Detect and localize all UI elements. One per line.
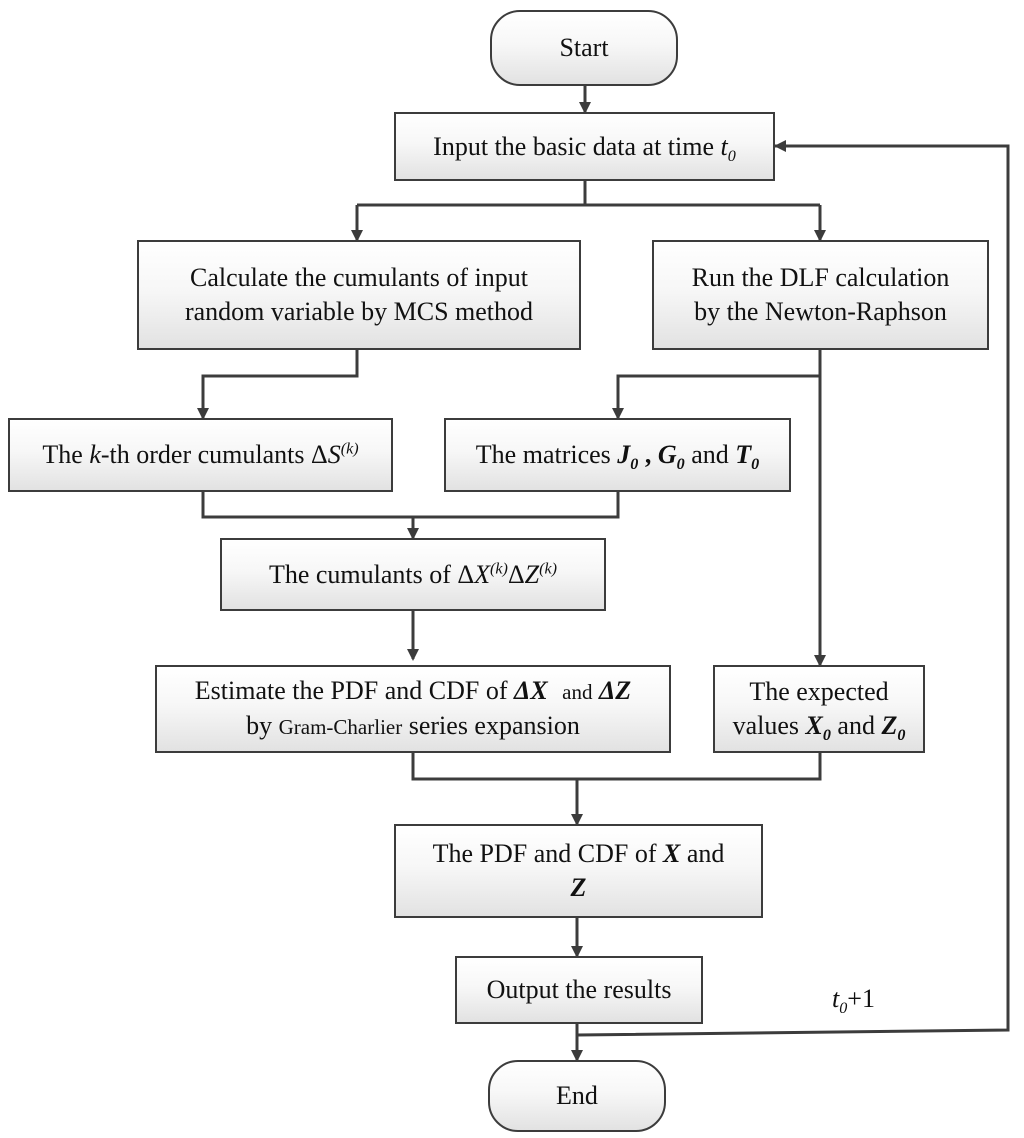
cumulants-xz-box: The cumulants of ΔX(k)ΔZ(k) — [220, 538, 606, 611]
matrix-j-sub: 0 — [630, 456, 639, 474]
matrix-t: T — [735, 440, 752, 469]
matrices-label: The matrices J0 , G0 and T0 — [475, 438, 760, 474]
expected-values-label: The expected values X0 and Z0 — [732, 675, 906, 745]
input-data-var: t — [720, 131, 728, 161]
dlf-calculation-line2: by the Newton-Raphson — [694, 297, 947, 326]
expected-line2: values X0 and Z0 — [732, 709, 906, 745]
dlf-calculation-box: Run the DLF calculation by the Newton-Ra… — [652, 240, 989, 350]
input-data-label: Input the basic data at time t0 — [433, 130, 736, 165]
pdf-cdf-x: X — [663, 839, 681, 868]
matrix-j: J — [617, 440, 631, 469]
pdf-cdf-pre: The PDF and CDF of — [432, 839, 657, 868]
cumulants-xz-z-sup: (k) — [539, 559, 558, 577]
expected-x-sub: 0 — [822, 727, 831, 745]
estimate-line2: by Gram-Charlier series expansion — [246, 709, 580, 744]
kth-order-cumulants-box: The k-th order cumulants ΔS(k) — [8, 418, 393, 492]
loop-post: +1 — [847, 984, 875, 1013]
estimate-pdf-cdf-box: Estimate the PDF and CDF of ΔX and ΔZ by… — [155, 665, 671, 753]
estimate-and: and — [562, 680, 593, 704]
cumulants-xz-label: The cumulants of ΔX(k)ΔZ(k) — [269, 558, 557, 592]
calculate-cumulants-line1: Calculate the cumulants of input — [190, 263, 528, 292]
dlf-calculation-line1: Run the DLF calculation — [691, 263, 950, 292]
output-results-box: Output the results — [455, 956, 703, 1024]
pdf-cdf-xz-box: The PDF and CDF of X and Z — [394, 824, 763, 918]
output-results-label: Output the results — [486, 975, 672, 1004]
loop-var: t — [832, 984, 840, 1013]
cumulants-xz-delta-z: Δ — [507, 559, 525, 589]
pdf-cdf-and: and — [686, 839, 725, 868]
calculate-cumulants-box: Calculate the cumulants of input random … — [137, 240, 581, 350]
estimate-pdf-cdf-label: Estimate the PDF and CDF of ΔX and ΔZ by… — [195, 674, 631, 744]
expected-pre: values — [732, 711, 799, 740]
start-label: Start — [559, 33, 609, 62]
pdf-cdf-line1: The PDF and CDF of X and — [433, 837, 725, 871]
loop-increment-label: t0+1 — [832, 984, 875, 1018]
expected-z: Z — [881, 711, 898, 740]
pdf-cdf-z: Z — [570, 873, 587, 902]
estimate-method: Gram-Charlier — [278, 715, 403, 739]
expected-z-sub: 0 — [897, 727, 906, 745]
arrow-to-kth — [197, 350, 359, 420]
matrices-box: The matrices J0 , G0 and T0 — [444, 418, 791, 492]
arrow-merge-to-pdf — [411, 753, 822, 781]
expected-x: X — [805, 711, 823, 740]
expected-and: and — [837, 711, 875, 740]
estimate-dz: ΔZ — [599, 676, 632, 705]
end-node: End — [488, 1060, 666, 1132]
end-label: End — [556, 1081, 598, 1110]
estimate-line1: Estimate the PDF and CDF of ΔX and ΔZ — [195, 674, 631, 709]
kth-s: S — [327, 440, 341, 469]
matrices-comma: , — [644, 440, 652, 469]
kth-delta: Δ — [310, 440, 328, 469]
matrix-g: G — [657, 440, 677, 469]
cumulants-xz-x: X — [474, 559, 491, 589]
cumulants-xz-delta-x: Δ — [457, 559, 475, 589]
input-data-sub: 0 — [727, 147, 736, 165]
matrix-g-sub: 0 — [676, 456, 685, 474]
arrow-merge-to-cumulants-xz — [201, 492, 620, 538]
matrices-and: and — [691, 440, 729, 469]
expected-values-box: The expected values X0 and Z0 — [713, 665, 925, 753]
kth-post: -th order cumulants — [100, 440, 305, 469]
dlf-calculation-label: Run the DLF calculation by the Newton-Ra… — [692, 261, 950, 329]
matrix-t-sub: 0 — [751, 456, 760, 474]
start-node: Start — [490, 10, 678, 86]
cumulants-xz-z: Z — [524, 559, 540, 589]
cumulants-xz-pre: The cumulants of — [268, 559, 451, 589]
estimate-pre: Estimate the PDF and CDF of — [194, 676, 508, 705]
pdf-cdf-xz-label: The PDF and CDF of X and Z — [433, 837, 725, 905]
kth-pre: The — [42, 440, 83, 469]
kth-order-cumulants-label: The k-th order cumulants ΔS(k) — [42, 438, 358, 472]
cumulants-xz-x-sup: (k) — [490, 559, 508, 577]
arrow-dlf-branch — [612, 350, 822, 420]
estimate-dx: ΔX — [514, 676, 548, 705]
kth-sup: (k) — [340, 440, 359, 458]
loop-line — [576, 144, 1010, 1037]
kth-k: k — [89, 440, 101, 469]
matrices-pre: The matrices — [475, 440, 611, 469]
input-data-box: Input the basic data at time t0 — [394, 112, 775, 181]
calculate-cumulants-label: Calculate the cumulants of input random … — [185, 261, 533, 329]
input-data-text: Input the basic data at time — [433, 131, 715, 161]
arrow-input-split — [357, 181, 820, 207]
estimate-post: series expansion — [408, 711, 580, 740]
calculate-cumulants-line2: random variable by MCS method — [184, 297, 534, 326]
expected-line1: The expected — [749, 677, 889, 706]
loop-sub: 0 — [839, 1000, 848, 1018]
estimate-by: by — [246, 711, 273, 740]
